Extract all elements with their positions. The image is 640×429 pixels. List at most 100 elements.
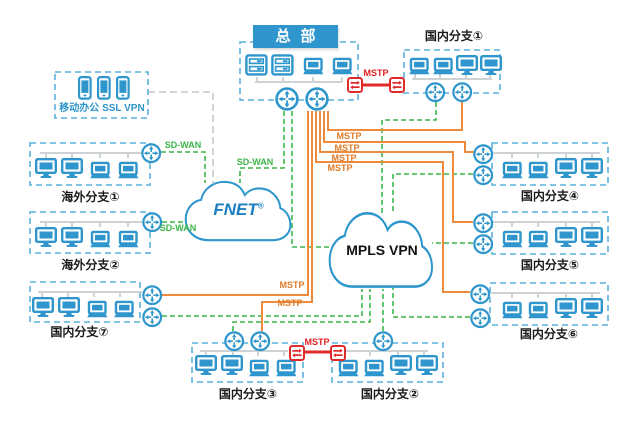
- mstp-label-3: MSTP: [331, 153, 357, 163]
- router-icon: [141, 143, 162, 164]
- branch6-label: 国内分支⑥: [519, 327, 579, 341]
- mstp-label-branch3: MSTP: [277, 298, 303, 308]
- branch4-bus: [493, 152, 600, 158]
- link-mpls-branch7: [162, 289, 363, 317]
- branch1-group: [389, 49, 502, 103]
- monitor-icon: [581, 226, 603, 249]
- monitor-icon: [390, 355, 412, 377]
- mstp-label-4: MSTP: [327, 163, 353, 173]
- laptop-icon: [116, 230, 140, 249]
- monitor-icon: [581, 157, 603, 180]
- monitor-icon: [35, 226, 58, 249]
- transceiver-icon: [389, 77, 405, 93]
- fnet-registered-mark: ®: [257, 201, 264, 211]
- link-mpls-branch1: [381, 102, 437, 214]
- link-ssl-vpn: [148, 91, 214, 183]
- laptop-icon: [527, 230, 550, 249]
- monitor-icon: [58, 297, 81, 319]
- monitor-icon: [61, 226, 84, 249]
- branch6-group: [470, 282, 609, 329]
- monitor-icon: [480, 55, 502, 77]
- fnet-cloud-label: FNET®: [196, 200, 281, 220]
- mstp-label-branch7: MSTP: [279, 280, 305, 290]
- monitor-icon: [61, 157, 84, 180]
- link-lines: [148, 83, 474, 354]
- monitor-icon: [456, 55, 478, 77]
- router-icon: [250, 331, 271, 352]
- link-mstp-branch6: [315, 111, 470, 293]
- server-icon: [271, 54, 294, 76]
- sdwan-label-overseas2: SD-WAN: [159, 223, 197, 233]
- branch4-box: [491, 142, 609, 186]
- overseas2-bus: [40, 221, 142, 227]
- router-icon: [305, 87, 329, 111]
- branch7-group: [29, 281, 163, 328]
- laptop-icon: [247, 359, 271, 378]
- smartphone-icon: [77, 75, 92, 100]
- hq-group: [239, 41, 363, 111]
- overseas2-group: [29, 211, 163, 254]
- laptop-icon: [302, 57, 325, 76]
- branch5-label: 国内分支⑤: [520, 258, 580, 272]
- server-icon: [245, 54, 268, 76]
- monitor-icon: [194, 355, 218, 377]
- mobile-ssl-box: [54, 71, 149, 119]
- link-mstp-branch7: [162, 111, 309, 296]
- monitor-icon: [416, 355, 438, 377]
- branch7-box: [29, 281, 141, 323]
- laptop-icon: [112, 300, 136, 319]
- laptop-icon: [363, 359, 386, 378]
- laptop-icon: [331, 57, 354, 76]
- mstp-red-label-branch3-branch2: MSTP: [304, 337, 330, 347]
- mstp-label-1: MSTP: [336, 131, 362, 141]
- fnet-text: FNET: [213, 200, 258, 219]
- laptop-icon: [337, 359, 360, 378]
- link-mstp-branch1: [327, 101, 463, 131]
- overseas1-bus: [40, 152, 142, 158]
- mpls-cloud-label: MPLS VPN: [346, 242, 418, 258]
- laptop-icon: [501, 161, 524, 180]
- mobile-ssl-label: 移动办公 SSL VPN: [59, 103, 145, 114]
- laptop-icon: [501, 301, 524, 320]
- router-icon: [224, 331, 245, 352]
- branch2-group: [330, 331, 444, 383]
- smartphone-icon: [115, 75, 130, 100]
- laptop-icon: [275, 359, 298, 378]
- link-mpls-branch6: [392, 288, 470, 318]
- router-icon: [473, 165, 494, 186]
- branch3-box: [191, 342, 304, 383]
- hq-bus: [255, 77, 343, 83]
- branch7-bus: [38, 291, 142, 297]
- link-sdwan-hq-fnet: [239, 111, 285, 183]
- laptop-icon: [88, 230, 112, 249]
- link-mstp-branch5: [319, 111, 473, 223]
- branch1-label: 国内分支①: [424, 29, 484, 43]
- branch1-bus: [412, 74, 492, 80]
- link-mpls-branch4: [392, 173, 473, 213]
- overseas2-label: 海外分支②: [61, 258, 120, 272]
- router-icon: [142, 285, 163, 306]
- monitor-icon: [220, 355, 244, 377]
- router-icon: [275, 87, 299, 111]
- laptop-icon: [408, 57, 431, 76]
- hq-box: [239, 41, 359, 101]
- monitor-icon: [555, 157, 577, 180]
- branch3-group: [191, 331, 305, 383]
- laptop-icon: [527, 161, 550, 180]
- laptop-icon: [527, 301, 550, 320]
- monitor-icon: [555, 298, 577, 320]
- branch2-label: 国内分支②: [360, 387, 420, 401]
- monitor-icon: [581, 298, 603, 320]
- monitor-icon: [32, 297, 55, 319]
- laptop-icon: [432, 57, 455, 76]
- monitor-icon: [35, 157, 58, 180]
- router-icon: [142, 307, 163, 328]
- branch6-bus: [491, 292, 600, 298]
- router-icon: [470, 284, 491, 305]
- monitor-icon: [555, 226, 577, 249]
- router-icon: [452, 82, 473, 103]
- link-mstp-branch4: [323, 111, 474, 153]
- laptop-icon: [88, 161, 112, 180]
